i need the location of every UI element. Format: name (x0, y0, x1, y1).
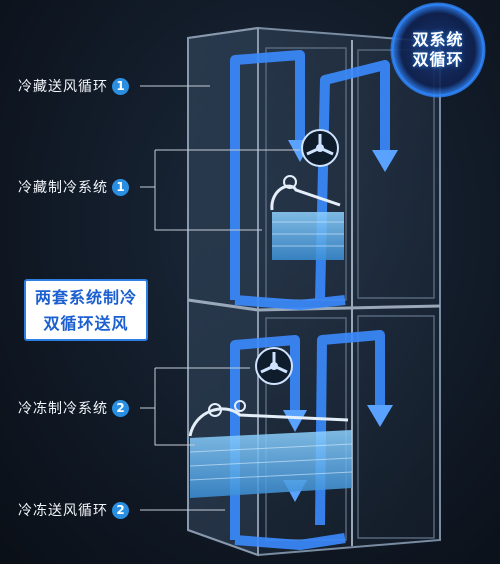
feature-line-1: 两套系统制冷 (34, 288, 137, 307)
callout-label: 冷藏制冷系统 (18, 180, 108, 196)
callout-label: 冷冻送风循环 (18, 503, 108, 519)
badge-line-1: 双系统 (412, 30, 464, 49)
callout-number-badge: 2 (112, 399, 129, 417)
callout-label: 冷冻制冷系统 (18, 401, 108, 417)
callout-number-badge: 1 (112, 77, 129, 95)
callout-fridge-airflow: 冷藏送风循环 1 (18, 76, 129, 96)
feature-box: 两套系统制冷 双循环送风 (24, 279, 148, 341)
feature-line-2: 双循环送风 (43, 314, 129, 333)
callout-freezer-airflow: 冷冻送风循环 2 (18, 500, 129, 520)
callout-number-badge: 1 (112, 178, 129, 196)
callout-freezer-cooling: 冷冻制冷系统 2 (18, 398, 129, 418)
arrow-down-icon (372, 150, 398, 172)
fan-icon (255, 347, 293, 385)
callout-label: 冷藏送风循环 (18, 79, 108, 95)
arrow-down-icon (367, 405, 393, 427)
arrow-down-icon (283, 410, 307, 432)
fridge-airflow-loop (230, 50, 390, 310)
fridge-evaporator (270, 175, 344, 260)
fridge-body (187, 26, 441, 557)
callout-lines (140, 85, 300, 511)
fan-icon (301, 129, 339, 167)
callout-number-badge: 2 (112, 501, 129, 519)
badge-line-2: 双循环 (412, 50, 464, 69)
callout-fridge-cooling: 冷藏制冷系统 1 (18, 177, 129, 197)
freezer-evaporator (188, 400, 353, 498)
badge-label: 双系统 双循环 (398, 30, 478, 70)
badge (390, 2, 486, 98)
